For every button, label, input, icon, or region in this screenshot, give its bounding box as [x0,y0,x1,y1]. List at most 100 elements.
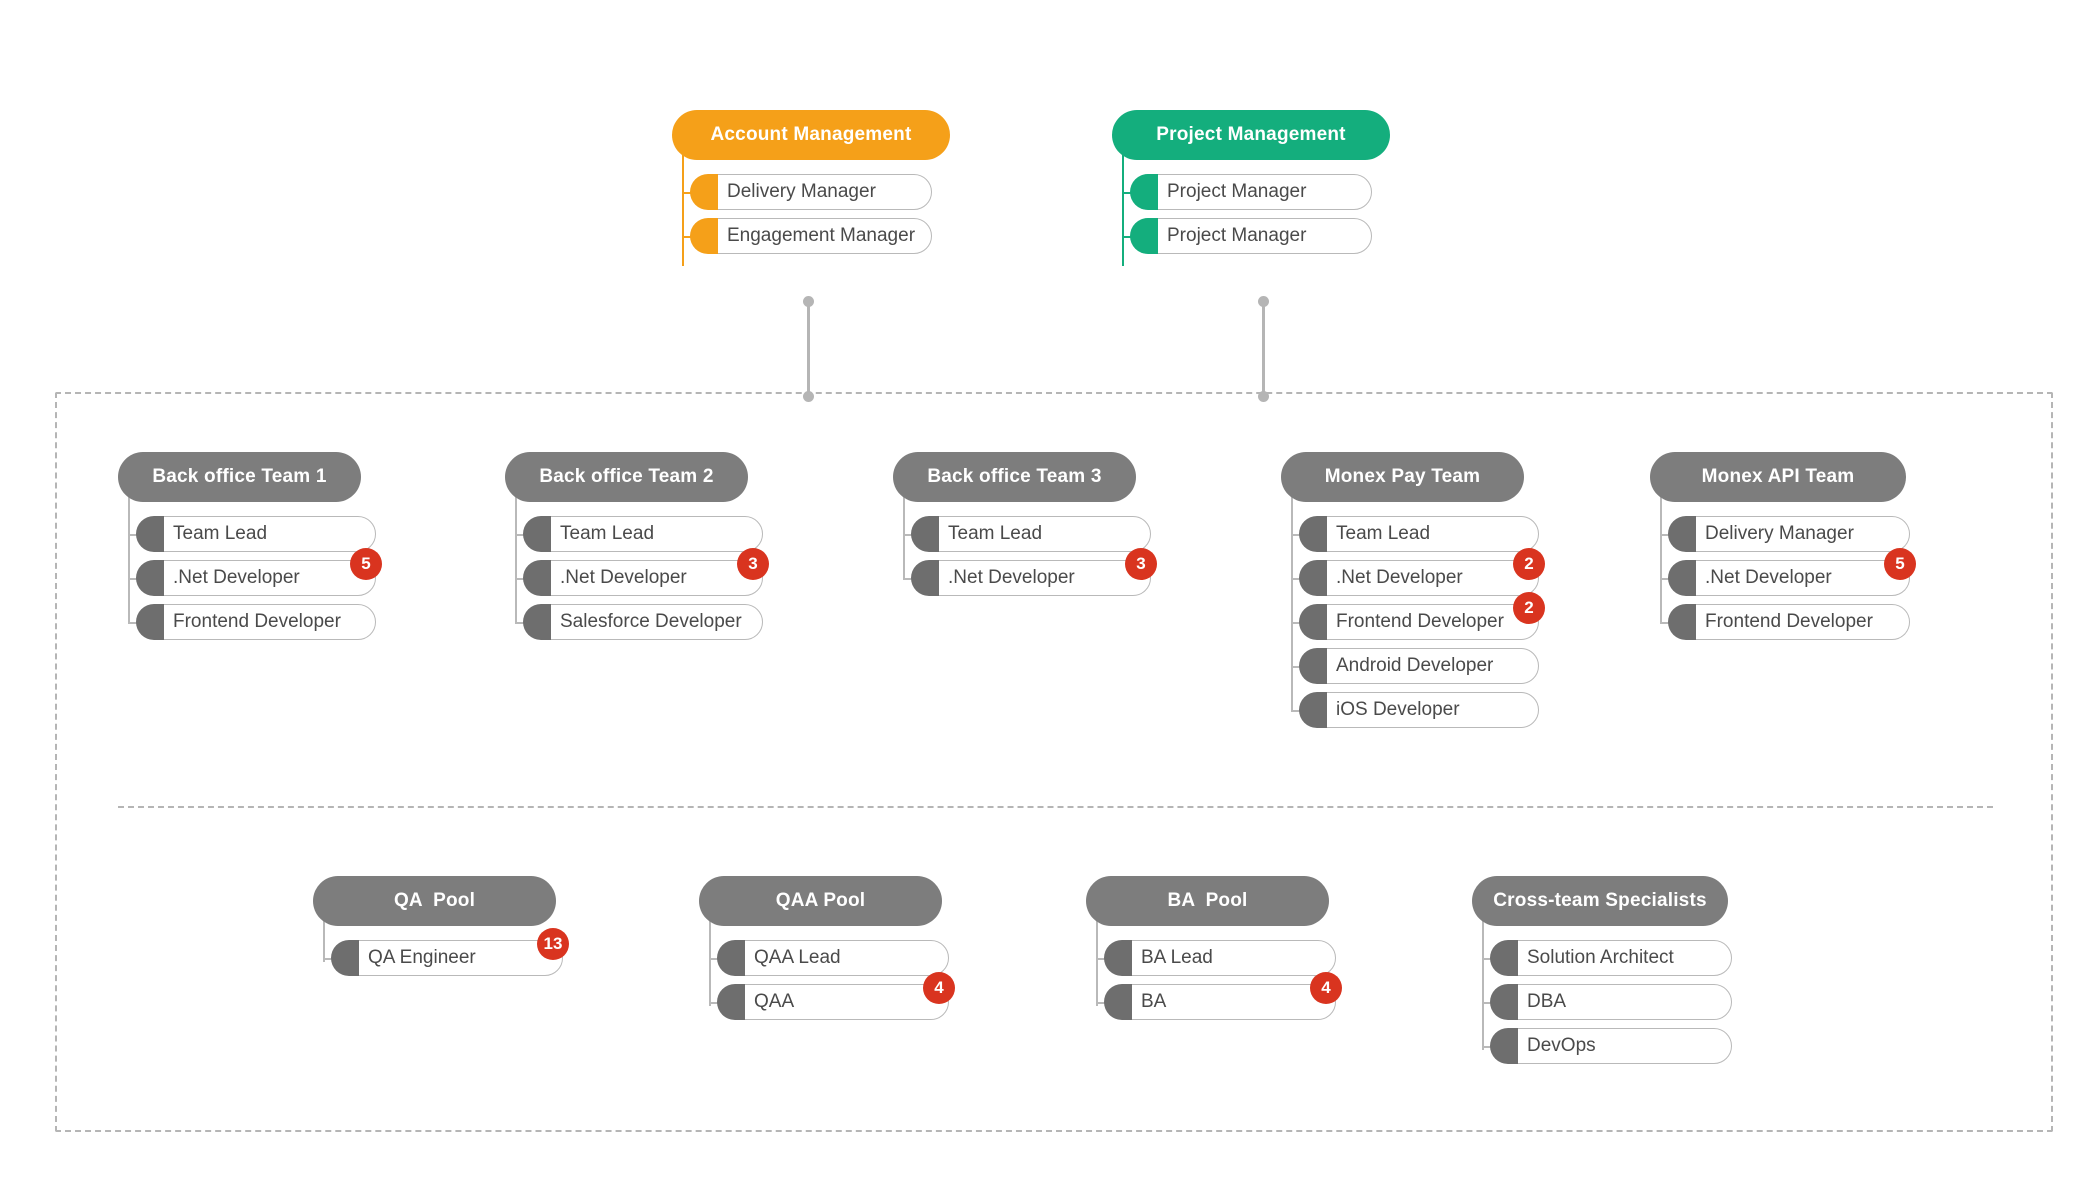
role-row[interactable]: iOS Developer [1281,692,1539,728]
pool-title: Cross-team Specialists [1493,890,1707,911]
role-row[interactable]: DBA [1472,984,1732,1020]
role-accent-cap [136,604,164,640]
role-pill[interactable]: Delivery Manager [700,174,932,210]
role-label: Team Lead [948,523,1043,544]
role-pill[interactable]: Team Lead [921,516,1151,552]
role-row[interactable]: Team Lead [118,516,376,552]
role-connector-elbow [129,622,139,624]
role-pill[interactable]: BA Lead [1114,940,1336,976]
role-pill[interactable]: Android Developer [1309,648,1539,684]
role-label: Project Manager [1167,181,1307,202]
role-connector-elbow [1123,236,1133,238]
management-title: Account Management [710,124,912,145]
role-pill[interactable]: Project Manager [1140,174,1372,210]
role-count-badge: 4 [1310,972,1342,1004]
role-pill[interactable]: BA [1114,984,1336,1020]
role-accent-cap [1490,984,1518,1020]
role-row[interactable]: Project Manager [1112,218,1390,254]
role-label: Salesforce Developer [560,611,742,632]
group-spine [1482,920,1484,1050]
role-connector-elbow [516,578,526,580]
role-accent-cap [331,940,359,976]
role-accent-cap [717,984,745,1020]
role-accent-cap [1299,692,1327,728]
delivery-organization-frame [55,392,2053,1132]
role-pill[interactable]: QAA Lead [727,940,949,976]
role-row[interactable]: Delivery Manager [672,174,950,210]
role-connector-elbow [516,534,526,536]
pool-header[interactable]: BA Pool [1086,876,1329,926]
role-row[interactable]: Solution Architect [1472,940,1732,976]
role-label: .Net Developer [173,567,300,588]
role-row[interactable]: Delivery Manager [1650,516,1910,552]
role-pill[interactable]: QA Engineer [341,940,563,976]
management-header[interactable]: Project Management [1112,110,1390,160]
team-header[interactable]: Monex API Team [1650,452,1906,502]
role-pill[interactable]: Frontend Developer [1309,604,1539,640]
role-row[interactable]: DevOps [1472,1028,1732,1064]
role-connector-elbow [904,578,914,580]
role-pill[interactable]: Project Manager [1140,218,1372,254]
role-connector-elbow [324,958,334,960]
role-row[interactable]: BA Lead [1086,940,1336,976]
team-header[interactable]: Back office Team 2 [505,452,748,502]
team-header[interactable]: Back office Team 3 [893,452,1136,502]
role-pill[interactable]: DevOps [1500,1028,1732,1064]
role-pill[interactable]: Frontend Developer [146,604,376,640]
team-title: Monex API Team [1701,466,1855,487]
role-row[interactable]: Frontend Developer [1650,604,1910,640]
group-spine [1660,496,1662,624]
role-row[interactable]: Team Lead [1281,516,1539,552]
role-pill[interactable]: Salesforce Developer [533,604,763,640]
pool-header[interactable]: QAA Pool [699,876,942,926]
management-header[interactable]: Account Management [672,110,950,160]
role-pill[interactable]: .Net Developer [533,560,763,596]
role-pill[interactable]: Frontend Developer [1678,604,1910,640]
role-pill[interactable]: .Net Developer [1309,560,1539,596]
role-row[interactable]: Team Lead [893,516,1151,552]
role-row[interactable]: Android Developer [1281,648,1539,684]
role-pill[interactable]: Team Lead [146,516,376,552]
role-accent-cap [523,604,551,640]
team-header[interactable]: Back office Team 1 [118,452,361,502]
role-pill[interactable]: .Net Developer [921,560,1151,596]
role-accent-cap [1104,984,1132,1020]
role-pill[interactable]: Solution Architect [1500,940,1732,976]
group-spine [515,496,517,624]
role-connector-elbow [129,578,139,580]
role-row[interactable]: Frontend Developer [118,604,376,640]
role-row[interactable]: Team Lead [505,516,763,552]
role-pill[interactable]: QAA [727,984,949,1020]
role-accent-cap [1490,940,1518,976]
role-connector-elbow [904,534,914,536]
pool-header[interactable]: QA Pool [313,876,556,926]
role-label: Android Developer [1336,655,1494,676]
team-header[interactable]: Monex Pay Team [1281,452,1524,502]
role-row[interactable]: Engagement Manager [672,218,950,254]
role-accent-cap [136,516,164,552]
role-pill[interactable]: Team Lead [1309,516,1539,552]
role-row[interactable]: Project Manager [1112,174,1390,210]
role-pill[interactable]: Team Lead [533,516,763,552]
group-spine [709,920,711,1006]
role-row[interactable]: Salesforce Developer [505,604,763,640]
role-pill[interactable]: iOS Developer [1309,692,1539,728]
role-pill[interactable]: .Net Developer [1678,560,1910,596]
role-pill[interactable]: .Net Developer [146,560,376,596]
role-pill[interactable]: Delivery Manager [1678,516,1910,552]
role-pill[interactable]: DBA [1500,984,1732,1020]
pool-header[interactable]: Cross-team Specialists [1472,876,1728,926]
role-pill[interactable]: Engagement Manager [700,218,932,254]
role-row[interactable]: QAA Lead [699,940,949,976]
